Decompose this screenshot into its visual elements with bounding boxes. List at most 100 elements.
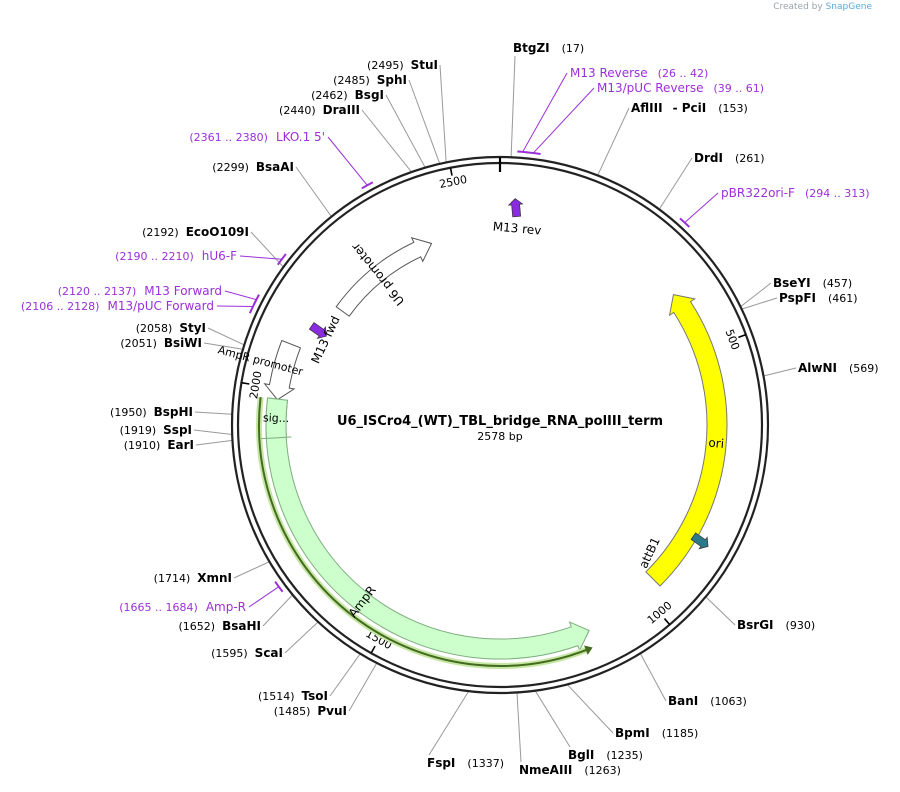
ampr-strand-line [258, 397, 590, 667]
enzyme-position: (2495) [367, 59, 404, 72]
enzyme-position: (1950) [110, 406, 147, 419]
enzyme-label-fspi: FspI (1337) [427, 756, 504, 770]
enzyme-name: BsiWI [164, 336, 202, 350]
feature-ori [645, 294, 728, 587]
features-layer [256, 198, 728, 669]
enzyme-label-btgzi: BtgZI(17) [513, 41, 584, 55]
enzyme-position: (930) [786, 619, 816, 632]
primer-label-m13-forward: (2120 .. 2137)M13 Forward [58, 284, 222, 298]
enzyme-name: AlwNI [798, 361, 837, 375]
leader-line-bgli [534, 690, 571, 748]
primer-leader-pbr322ori-f [684, 192, 719, 223]
feature-label-sig: sig... [263, 411, 290, 425]
enzyme-name: TsoI [302, 689, 328, 703]
primer-range: (1665 .. 1684) [119, 601, 198, 614]
tick-mark-1500 [370, 645, 376, 654]
credit-brand: SnapGene [825, 2, 872, 12]
primer-leader-m13-reverse [522, 72, 568, 153]
feature-label-ori: ori [708, 436, 725, 451]
leader-line-btgzi [510, 55, 516, 158]
enzyme-label-tsoi: (1514) TsoI [258, 689, 328, 703]
feature-ampr [265, 397, 590, 660]
primer-range: (2190 .. 2210) [115, 250, 194, 263]
enzyme-name: StyI [179, 321, 206, 335]
enzyme-position: (1337) [467, 757, 504, 770]
enzyme-position: (2192) [142, 226, 179, 239]
enzyme-name: FspI [427, 756, 455, 770]
feature-sig [261, 397, 292, 440]
enzyme-name: EcoO109I [186, 225, 249, 239]
enzyme-label-sspi: (1919)SspI [120, 423, 192, 437]
primer-name: M13/pUC Reverse [597, 81, 704, 95]
primer-leader-amp-r [248, 586, 280, 608]
enzyme-label-xmni: (1714) XmnI [154, 571, 232, 585]
enzyme-name: AflIII [631, 101, 663, 115]
primer-label-lko-1-5: (2361 .. 2380)LKO.1 5' [189, 130, 325, 144]
enzyme-position: (1910) [124, 439, 161, 452]
primer-mark-hu6-f [277, 253, 287, 266]
primer-leader-lko-1-5 [327, 136, 368, 186]
enzyme-label-scai: (1595)ScaI [211, 646, 283, 660]
primer-label-m13-puc-reverse: M13/pUC Reverse(39 .. 61) [597, 81, 764, 95]
enzyme-name: BglI [568, 748, 594, 762]
enzyme-position: (1514) [258, 690, 295, 703]
enzyme-name: NmeAIII [519, 763, 572, 777]
enzyme-name: ScaI [255, 646, 283, 660]
leader-line-pvui [348, 662, 378, 712]
leader-line-draiii [361, 109, 412, 173]
leader-line-tsoi [329, 653, 361, 697]
leader-line-bpmi [566, 684, 614, 734]
leader-line-drdi [658, 157, 693, 210]
ampr-strand-arrowhead [584, 645, 593, 655]
enzyme-name: XmnI [197, 571, 232, 585]
primer-leader-m13-puc-forward [216, 305, 253, 308]
enzyme-name: BsaAI [256, 160, 294, 174]
enzyme-label-bsphi: (1950)BspHI [110, 405, 193, 419]
primer-range: (2106 .. 2128) [21, 300, 100, 313]
leader-line-nmeaiii [516, 692, 522, 763]
enzyme-name: BsgI [355, 88, 384, 102]
enzyme-position: (1063) [710, 695, 747, 708]
enzyme-label-draiii: (2440)DraIII [279, 103, 360, 117]
enzyme-label-bsiwi: (2051)BsiWI [120, 336, 202, 350]
primer-label-hu6-f: (2190 .. 2210)hU6-F [115, 249, 237, 263]
primer-range: (294 .. 313) [805, 187, 870, 200]
enzyme-name: DrdI [694, 151, 723, 165]
enzyme-position: (1714) [154, 572, 191, 585]
enzyme-name: EarI [167, 438, 194, 452]
credit-prefix: Created by [773, 2, 823, 12]
enzyme-extra: - PciI [673, 101, 707, 115]
primer-range: (2361 .. 2380) [189, 131, 268, 144]
primer-leader-m13-puc-reverse [532, 87, 595, 154]
feature-ampr-promoter [263, 339, 302, 401]
enzyme-label-ecoo109i: (2192) EcoO109I [142, 225, 249, 239]
label-leader-lines [193, 55, 797, 763]
snapgene-credit: Created by SnapGene [773, 2, 872, 12]
leader-line-xmni [233, 561, 270, 579]
feature-m13-rev-arrow [507, 198, 524, 218]
enzyme-label-bsgi: (2462)BsgI [311, 88, 384, 102]
tick-mark-500 [738, 333, 747, 339]
enzyme-name: DraIII [323, 103, 360, 117]
enzyme-position: (2485) [333, 74, 370, 87]
enzyme-label-afliii: AflIII- PciI(153) [631, 101, 748, 115]
primer-mark-m13-puc-reverse [525, 151, 541, 156]
primer-name: M13 Reverse [570, 66, 648, 80]
feature-label-m13-fwd: M13 fwd [308, 314, 342, 366]
primer-name: M13 Forward [144, 284, 222, 298]
leader-line-bsphi [194, 411, 233, 415]
enzyme-label-pspfi: PspFI(461) [779, 291, 858, 305]
enzyme-position: (457) [823, 277, 853, 290]
primer-label-pbr322ori-f: pBR322ori-F (294 .. 313) [721, 186, 870, 200]
leader-line-fspi [428, 690, 470, 756]
tick-label-1000: 1000 [645, 599, 675, 627]
enzyme-name: BsrGI [737, 618, 774, 632]
primer-leader-m13-forward [224, 290, 257, 301]
leader-line-eari [195, 439, 233, 446]
enzyme-name: BsaHI [222, 619, 261, 633]
primer-range: (26 .. 42) [658, 67, 709, 80]
feature-u6-promoter [335, 236, 433, 317]
primer-name: pBR322ori-F [721, 186, 795, 200]
leader-line-bsaai [295, 166, 332, 217]
